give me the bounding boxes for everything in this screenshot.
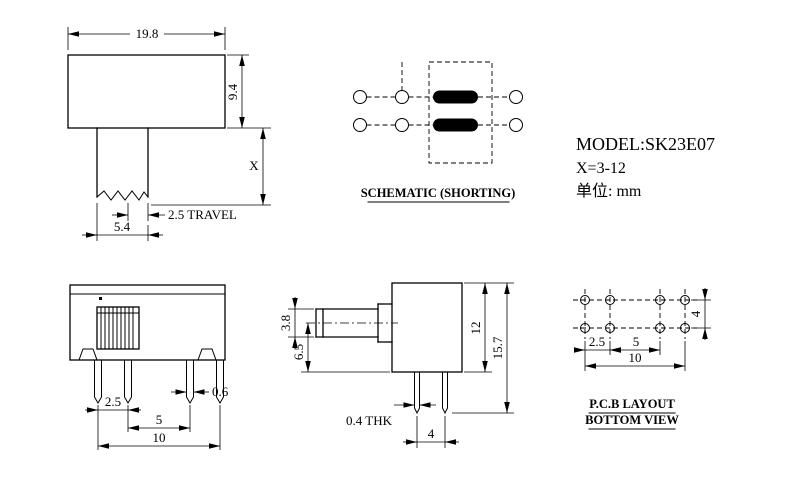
dim-pitch-a-label: 2.5 <box>105 394 121 409</box>
pcb-layout-title: P.C.B LAYOUT <box>589 397 675 411</box>
dim-span-label: 10 <box>153 430 166 445</box>
dim-travel-label: 2.5 TRAVEL <box>168 207 237 222</box>
pcb-centerlines <box>573 289 697 339</box>
title-block: MODEL:SK23E07 X=3-12 单位: mm <box>576 134 715 200</box>
pcb-span-label: 10 <box>629 350 642 365</box>
pcb-pitch-b-label: 5 <box>633 334 640 349</box>
schematic-title: SCHEMATIC (SHORTING) <box>361 186 516 200</box>
mount-foot <box>78 348 98 361</box>
side-pins <box>414 371 448 415</box>
schematic-diagram: SCHEMATIC (SHORTING) <box>353 61 523 203</box>
front-pins <box>94 359 224 404</box>
dim-pin-span-label: 4 <box>428 426 435 441</box>
model-number: MODEL:SK23E07 <box>576 134 715 154</box>
dim-pin-width-label: 0.6 <box>212 384 229 399</box>
slider-contact-outline <box>428 61 493 164</box>
dim-height-label: 9.4 <box>225 83 240 100</box>
shorting-bar <box>433 118 478 132</box>
front-body-outline <box>69 284 226 361</box>
switch-body-outline <box>67 54 226 129</box>
dim-shaft-dia-label: 3.8 <box>278 315 293 331</box>
front-view: 0.6 2.5 5 10 <box>69 284 229 450</box>
index-dot <box>99 297 102 300</box>
actuator-side-view: 19.8 9.4 X 2.5 TRAVEL 5.4 <box>67 26 271 241</box>
dim-body-height-label: 12 <box>468 322 483 335</box>
x-range-spec: X=3-12 <box>576 160 626 177</box>
break-line <box>96 190 149 201</box>
knob-hatching <box>96 306 140 350</box>
bottom-view-title: BOTTOM VIEW <box>585 413 679 427</box>
dim-total-height-label: 15.7 <box>490 336 505 359</box>
side-view: 3.8 6.5 12 15.7 0.4 THK 4 <box>278 282 514 448</box>
slider-knob <box>96 306 140 350</box>
dim-thickness-label: 0.4 THK <box>346 413 393 428</box>
pcb-row-pitch-label: 4 <box>688 310 703 317</box>
dim-width-label: 19.8 <box>136 26 159 41</box>
dim-stem-label: X <box>249 158 259 173</box>
pcb-holes <box>580 295 690 333</box>
dim-stem-width-label: 5.4 <box>114 219 131 234</box>
dim-pitch-b-label: 5 <box>156 412 163 427</box>
side-body-outline <box>391 282 463 373</box>
unit-spec: 单位: mm <box>576 182 642 200</box>
mount-foot <box>197 348 217 361</box>
pcb-layout-view: 2.5 5 10 4 P.C.B LAYOUT BOTTOM VIEW <box>573 288 711 430</box>
dim-shaft-center-label: 6.5 <box>291 344 306 360</box>
shorting-bar <box>433 90 478 104</box>
pcb-pitch-a-label: 2.5 <box>589 334 605 349</box>
